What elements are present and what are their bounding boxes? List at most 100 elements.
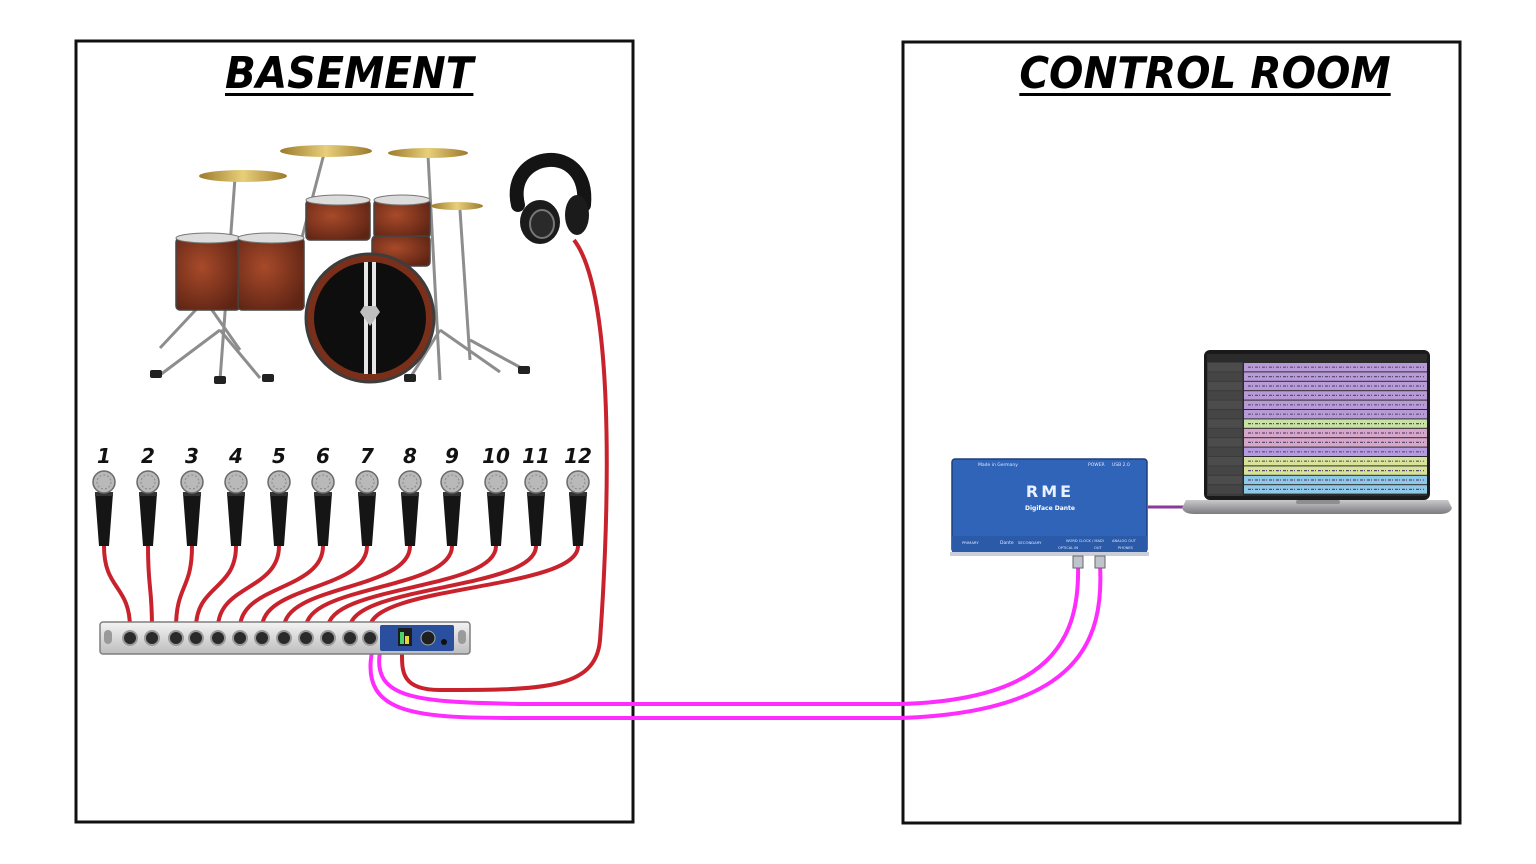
mic-cable-6 <box>238 545 325 629</box>
rack-input-10 <box>320 630 336 646</box>
mic-cable-3 <box>174 545 194 629</box>
microphone-1 <box>92 470 116 546</box>
mic-label-8: 8 <box>403 444 417 468</box>
rme-secondary-label: SECONDARY <box>1018 540 1042 545</box>
microphone-8 <box>398 470 422 546</box>
daw-lane-5 <box>1244 400 1427 409</box>
optical-cables <box>368 564 1103 720</box>
microphone-3 <box>180 470 204 546</box>
microphone-2 <box>136 470 160 546</box>
microphone-6 <box>311 470 335 546</box>
mic-label-3: 3 <box>185 444 199 468</box>
microphone-4 <box>224 470 248 546</box>
rack-input-11 <box>342 630 358 646</box>
microphone-11 <box>524 470 548 546</box>
rme-dante-label: Dante <box>1000 540 1014 546</box>
basement-room-frame <box>74 39 635 824</box>
microphone-row <box>92 470 590 546</box>
daw-track-header-14 <box>1208 485 1242 494</box>
microphone-12 <box>566 470 590 546</box>
daw-lane-3 <box>1244 381 1427 391</box>
mic-cable-7 <box>260 545 369 629</box>
microphone-9 <box>440 470 464 546</box>
optical-out-port <box>1094 555 1106 569</box>
rme-usb-label: USB 2.0 <box>1112 462 1130 468</box>
mic-label-6: 6 <box>316 444 330 468</box>
cymbal-right <box>388 148 468 158</box>
rack-input-3 <box>168 630 184 646</box>
optical-in-port <box>1072 555 1084 569</box>
rack-input-6 <box>232 630 248 646</box>
rme-phones-label: PHONES <box>1118 546 1134 550</box>
mic-label-10: 10 <box>482 444 510 468</box>
rme-word-clock-label: WORD CLOCK / MADI <box>1066 539 1104 543</box>
mic-cable-4 <box>194 545 238 629</box>
mic-label-1: 1 <box>97 444 111 468</box>
daw-track-header-5 <box>1208 400 1242 409</box>
rme-out-label: OUT <box>1094 546 1102 550</box>
microphone-5 <box>267 470 291 546</box>
mic-label-12: 12 <box>564 444 592 468</box>
daw-track-header-12 <box>1208 466 1242 475</box>
mic-cable-9 <box>304 545 454 629</box>
mic-cable-1 <box>102 545 132 629</box>
rme-primary-label: PRIMARY <box>962 540 979 545</box>
rme-power-label: POWER <box>1088 462 1105 468</box>
control-room-frame <box>901 40 1462 825</box>
daw-lane-4 <box>1244 391 1427 400</box>
tom-drums <box>175 194 431 311</box>
rme-model-label: Digiface Dante <box>1025 505 1075 512</box>
daw-track-header-11 <box>1208 457 1242 466</box>
rack-input-1 <box>122 630 138 646</box>
rme-brand-logo: RME <box>1026 482 1074 501</box>
rack-display-panel <box>380 625 454 651</box>
basement-title: BASEMENT <box>225 48 474 99</box>
microphone-7 <box>355 470 379 546</box>
rack-input-8 <box>276 630 292 646</box>
mic-cable-2 <box>146 545 154 629</box>
daw-track-header-2 <box>1208 372 1242 381</box>
daw-track-header-6 <box>1208 410 1242 419</box>
daw-lane-10 <box>1244 447 1427 456</box>
daw-lane-8 <box>1244 428 1427 438</box>
daw-track-header-9 <box>1208 438 1242 447</box>
cymbal-left <box>199 170 287 182</box>
mic-label-11: 11 <box>522 444 550 468</box>
mic-label-2: 2 <box>141 444 155 468</box>
mic-cable-5 <box>216 545 281 629</box>
rme-made-in-label: Made in Germany <box>978 462 1018 468</box>
rack-input-5 <box>210 630 226 646</box>
headphone-cable <box>399 238 609 693</box>
daw-track-lanes <box>1208 363 1427 494</box>
mic-label-7: 7 <box>360 444 374 468</box>
rack-input-7 <box>254 630 270 646</box>
daw-track-header-3 <box>1208 381 1242 391</box>
rack-interface <box>99 621 471 655</box>
daw-lane-14 <box>1244 485 1427 494</box>
bass-drum <box>304 252 436 384</box>
daw-track-header-4 <box>1208 391 1242 400</box>
daw-lane-7 <box>1244 419 1427 428</box>
rme-analog-out-label: ANALOG OUT <box>1112 539 1137 543</box>
hi-hat <box>431 202 483 210</box>
daw-lane-11 <box>1244 457 1427 466</box>
daw-track-header-7 <box>1208 419 1242 428</box>
rack-input-4 <box>188 630 204 646</box>
daw-track-header-8 <box>1208 428 1242 438</box>
daw-lane-6 <box>1244 410 1427 419</box>
cymbal-center <box>280 145 372 157</box>
daw-track-header-10 <box>1208 447 1242 456</box>
rack-volume-knob <box>420 630 436 646</box>
mic-label-5: 5 <box>272 444 286 468</box>
laptop <box>1182 350 1452 514</box>
mic-cable-8 <box>282 545 412 629</box>
rack-input-2 <box>144 630 160 646</box>
daw-track-header-13 <box>1208 475 1242 485</box>
daw-lane-1 <box>1244 363 1427 372</box>
mic-cable-12 <box>368 545 580 629</box>
control-room-title: CONTROL ROOM <box>1019 48 1391 99</box>
daw-lane-9 <box>1244 438 1427 447</box>
microphone-cables <box>102 545 580 629</box>
mic-cable-11 <box>348 545 538 629</box>
